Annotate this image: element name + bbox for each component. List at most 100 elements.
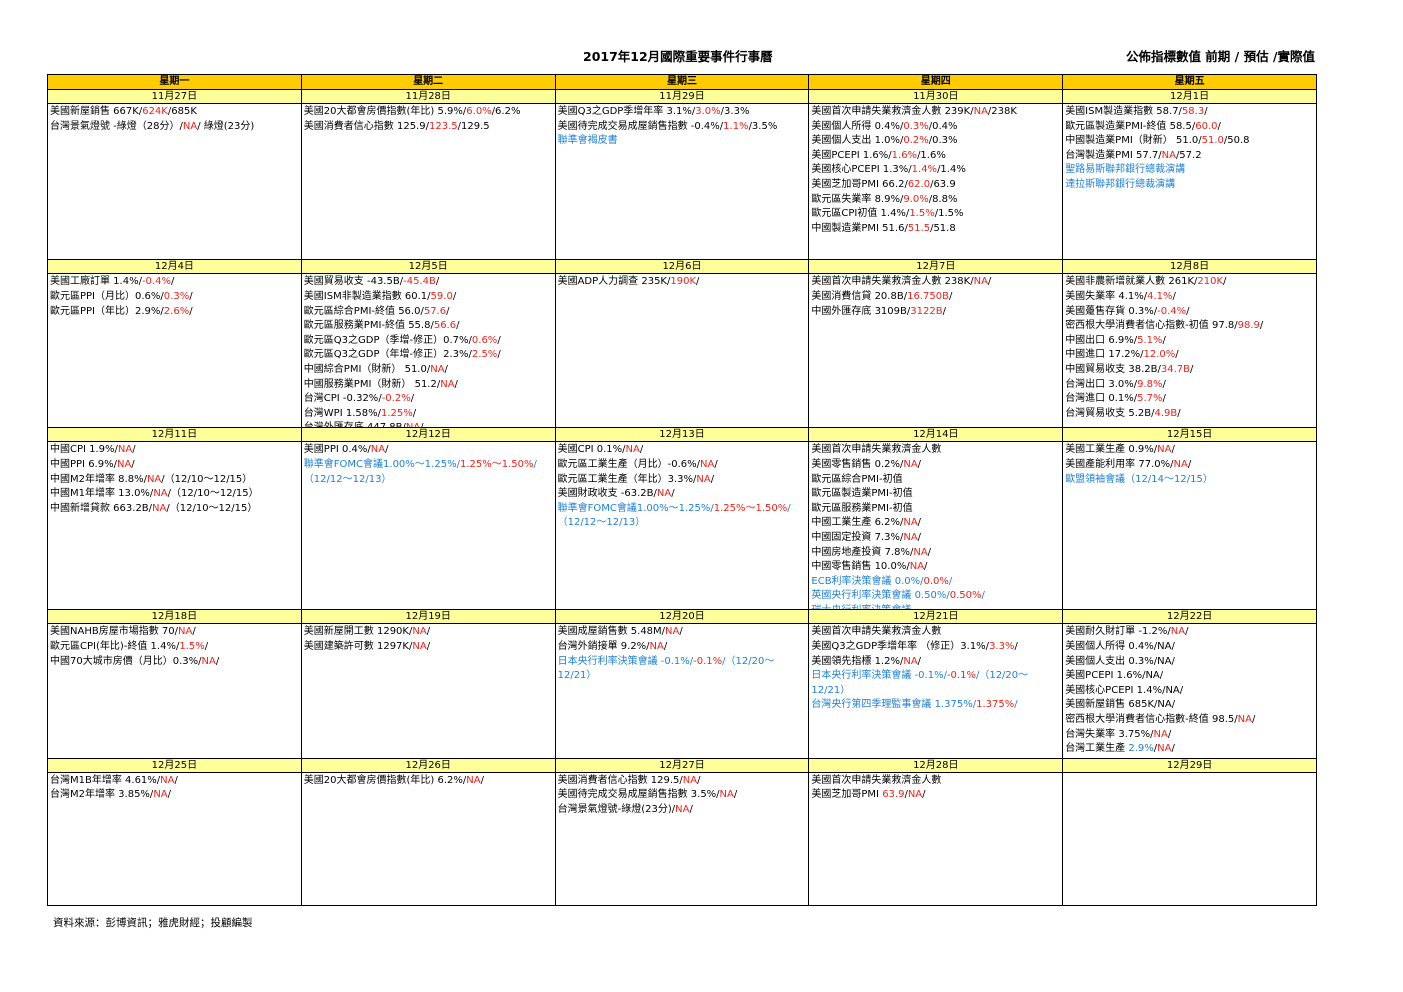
event-line: 美國新屋開工數 1290K/NA/ (304, 625, 553, 640)
event-text: 美國領先指標 1.2%/ (811, 655, 904, 667)
event-text: 56.6 (433, 320, 457, 332)
event-text: 中國M1年增率 13.0%/ (50, 488, 154, 500)
event-line: 美國待完成交易成屋銷售指數 -0.4%/1.1%/3.5% (558, 120, 807, 135)
event-text: 美國CPI 0.1%/ (557, 444, 626, 456)
event-text: 台灣M2年增率 3.85%/ (50, 789, 154, 801)
event-text: 歐元區PPI（月比）0.6%/ (50, 290, 164, 302)
event-line: 美國NAHB房屋市場指數 70/NA/ (50, 625, 299, 640)
event-text: /（12/10～12/15） (166, 502, 258, 514)
event-text: -0.2% (381, 393, 411, 405)
event-text: 3.3% (989, 640, 1015, 652)
event-text: 美國躉售存貨 0.3%/ (1065, 305, 1158, 317)
event-text: 台灣外銷接單 9.2%/ (557, 640, 650, 652)
event-text: 台灣進口 0.1%/ (1065, 393, 1138, 405)
event-text: 英國央行利率決策會議 0.50%/ (811, 590, 950, 602)
day-cell: 美國耐久財訂單 -1.2%/NA/美國個人所得 0.4%/NA/美國個人支出 0… (1063, 624, 1316, 757)
event-text: NA (466, 774, 481, 786)
event-line: 達拉斯聯邦銀行總裁演講 (1065, 178, 1314, 193)
event-text: / (1172, 290, 1176, 302)
event-text: / (410, 393, 415, 405)
event-line: 12/21） (558, 669, 807, 684)
event-text: 美國芝加哥PMI (811, 789, 883, 801)
event-text: NA (903, 655, 918, 667)
day-cell: 美國非農新增就業人數 261K/210K/美國失業率 4.1%/4.1%/美國躉… (1063, 274, 1316, 427)
event-text: -0.4% (141, 276, 171, 288)
event-text: /（12/20～ (975, 670, 1029, 682)
event-text: 1.25%～1.50% (459, 458, 534, 470)
event-line: 美國耐久財訂單 -1.2%/NA/ (1065, 625, 1314, 640)
event-text: / (131, 458, 135, 470)
event-text: （12/12～12/13） (557, 517, 646, 529)
event-text: 2.9% (1128, 743, 1154, 755)
event-text: /6.2% (491, 106, 521, 117)
event-line: 12/21） (811, 684, 1060, 699)
event-text: 中國零售銷售 10.0%/ (811, 561, 910, 573)
event-text: （12/12～12/13） (303, 473, 392, 485)
event-line: 歐元區Q3之GDP（季增-修正）0.7%/0.6%/ (304, 334, 553, 349)
event-line: 密西根大學消費者信心指數-終值 98.5/NA/ (1065, 713, 1314, 728)
date-cell: 12月11日 (48, 428, 302, 442)
event-text: / (1167, 728, 1172, 740)
event-text: -0.4% (1157, 305, 1187, 317)
event-line: 中國新增貸款 663.2B/NA/（12/10～12/15） (50, 502, 299, 517)
event-line: 中國外匯存底 3109B/3122B/ (811, 305, 1060, 320)
event-text: 57.6 (423, 305, 447, 317)
event-line: 歐元區Q3之GDP（年增-修正）2.3%/2.5%/ (304, 348, 553, 363)
event-line: 中國貿易收支 38.2B/34.7B/ (1065, 363, 1314, 378)
event-text: / (1153, 743, 1158, 755)
event-text: 中國新增貸款 663.2B/ (50, 502, 153, 514)
event-text: 美國20大都會房價指數(年比) 6.2%/ (303, 774, 467, 786)
event-text: / (1175, 349, 1179, 361)
event-text: / (1251, 713, 1256, 725)
event-text: / (787, 502, 791, 514)
event-text: 美國ISM製造業指數 58.7/ (1065, 106, 1182, 117)
event-text: / (1171, 743, 1175, 755)
event-text: 歐元區CPI(年比)-終值 1.4%/ (50, 640, 180, 652)
event-text: / (189, 305, 193, 317)
event-text: 台灣失業率 3.75%/ (1065, 728, 1154, 740)
event-text: / (1187, 458, 1192, 470)
event-text: 美國待完成交易成屋銷售指數 -0.4%/ (557, 120, 724, 132)
event-text: 美國建築許可數 1297K/ (303, 640, 413, 652)
event-text: NA (973, 106, 988, 117)
event-text: 12/21） (557, 670, 597, 682)
event-line: 美國領先指標 1.2%/NA/ (811, 655, 1060, 670)
event-text: 美國首次申請失業救濟金人數 (811, 444, 942, 456)
event-text: 歐元區製造業PMI-終值 58.5/ (1065, 120, 1196, 132)
source-note: 資料來源：彭博資訊；雅虎財經；投顧編製 (53, 917, 253, 929)
event-text: NA (903, 517, 918, 529)
event-text: 美國首次申請失業救濟金人數 (811, 774, 942, 786)
event-text: 中國製造業PMI 51.6/ (811, 222, 908, 234)
event-text: 0.0% (923, 575, 949, 587)
event-text: 5.1% (1137, 334, 1163, 346)
event-text: NA (649, 640, 664, 652)
event-text: 51.0 (1201, 135, 1224, 147)
event-text: 聖路易斯聯邦銀行總裁演講 (1065, 164, 1186, 176)
event-text: / (1186, 305, 1190, 317)
event-text: /129.5 (457, 120, 490, 132)
event-text: NA (1157, 743, 1172, 755)
event-line: 美國工業生產 0.9%/NA/ (1065, 443, 1314, 458)
event-text: NA (440, 378, 455, 390)
event-text: /（12/10～12/15） (161, 473, 253, 485)
event-line: 歐元區服務業PMI-終值 55.8/56.6/ (304, 319, 553, 334)
event-line: 台灣央行第四季理監事會議 1.375%/1.375%/ (811, 698, 1060, 713)
day-cell: 中國CPI 1.9%/NA/中國PPI 6.9%/NA/中國M2年增率 8.8%… (48, 442, 302, 610)
event-line: 美國成屋銷售數 5.48M/NA/ (558, 625, 807, 640)
event-text: / (679, 626, 683, 638)
day-cell: 美國CPI 0.1%/NA/歐元區工業生產（月比）-0.6%/NA/歐元區工業生… (556, 442, 810, 610)
event-text: / (167, 789, 172, 801)
event-line: ECB利率決策會議 0.0%/0.0%/ (811, 575, 1060, 590)
event-text: / (697, 774, 701, 786)
event-text: / (435, 276, 440, 288)
date-cell: 12月13日 (556, 428, 810, 442)
event-text: 美國首次申請失業救濟金人數 238K/ (811, 276, 974, 288)
event-line: 歐元區製造業PMI-初值 (811, 487, 1060, 502)
event-text: NA (1157, 444, 1172, 456)
event-line: 台灣景氣燈號-綠燈(23分)/NA/ (558, 803, 807, 818)
event-text: / (420, 422, 423, 427)
event-text: / (714, 458, 718, 470)
event-text: 歐元區CPI初值 1.4%/ (811, 208, 910, 220)
date-cell: 12月27日 (556, 758, 810, 772)
